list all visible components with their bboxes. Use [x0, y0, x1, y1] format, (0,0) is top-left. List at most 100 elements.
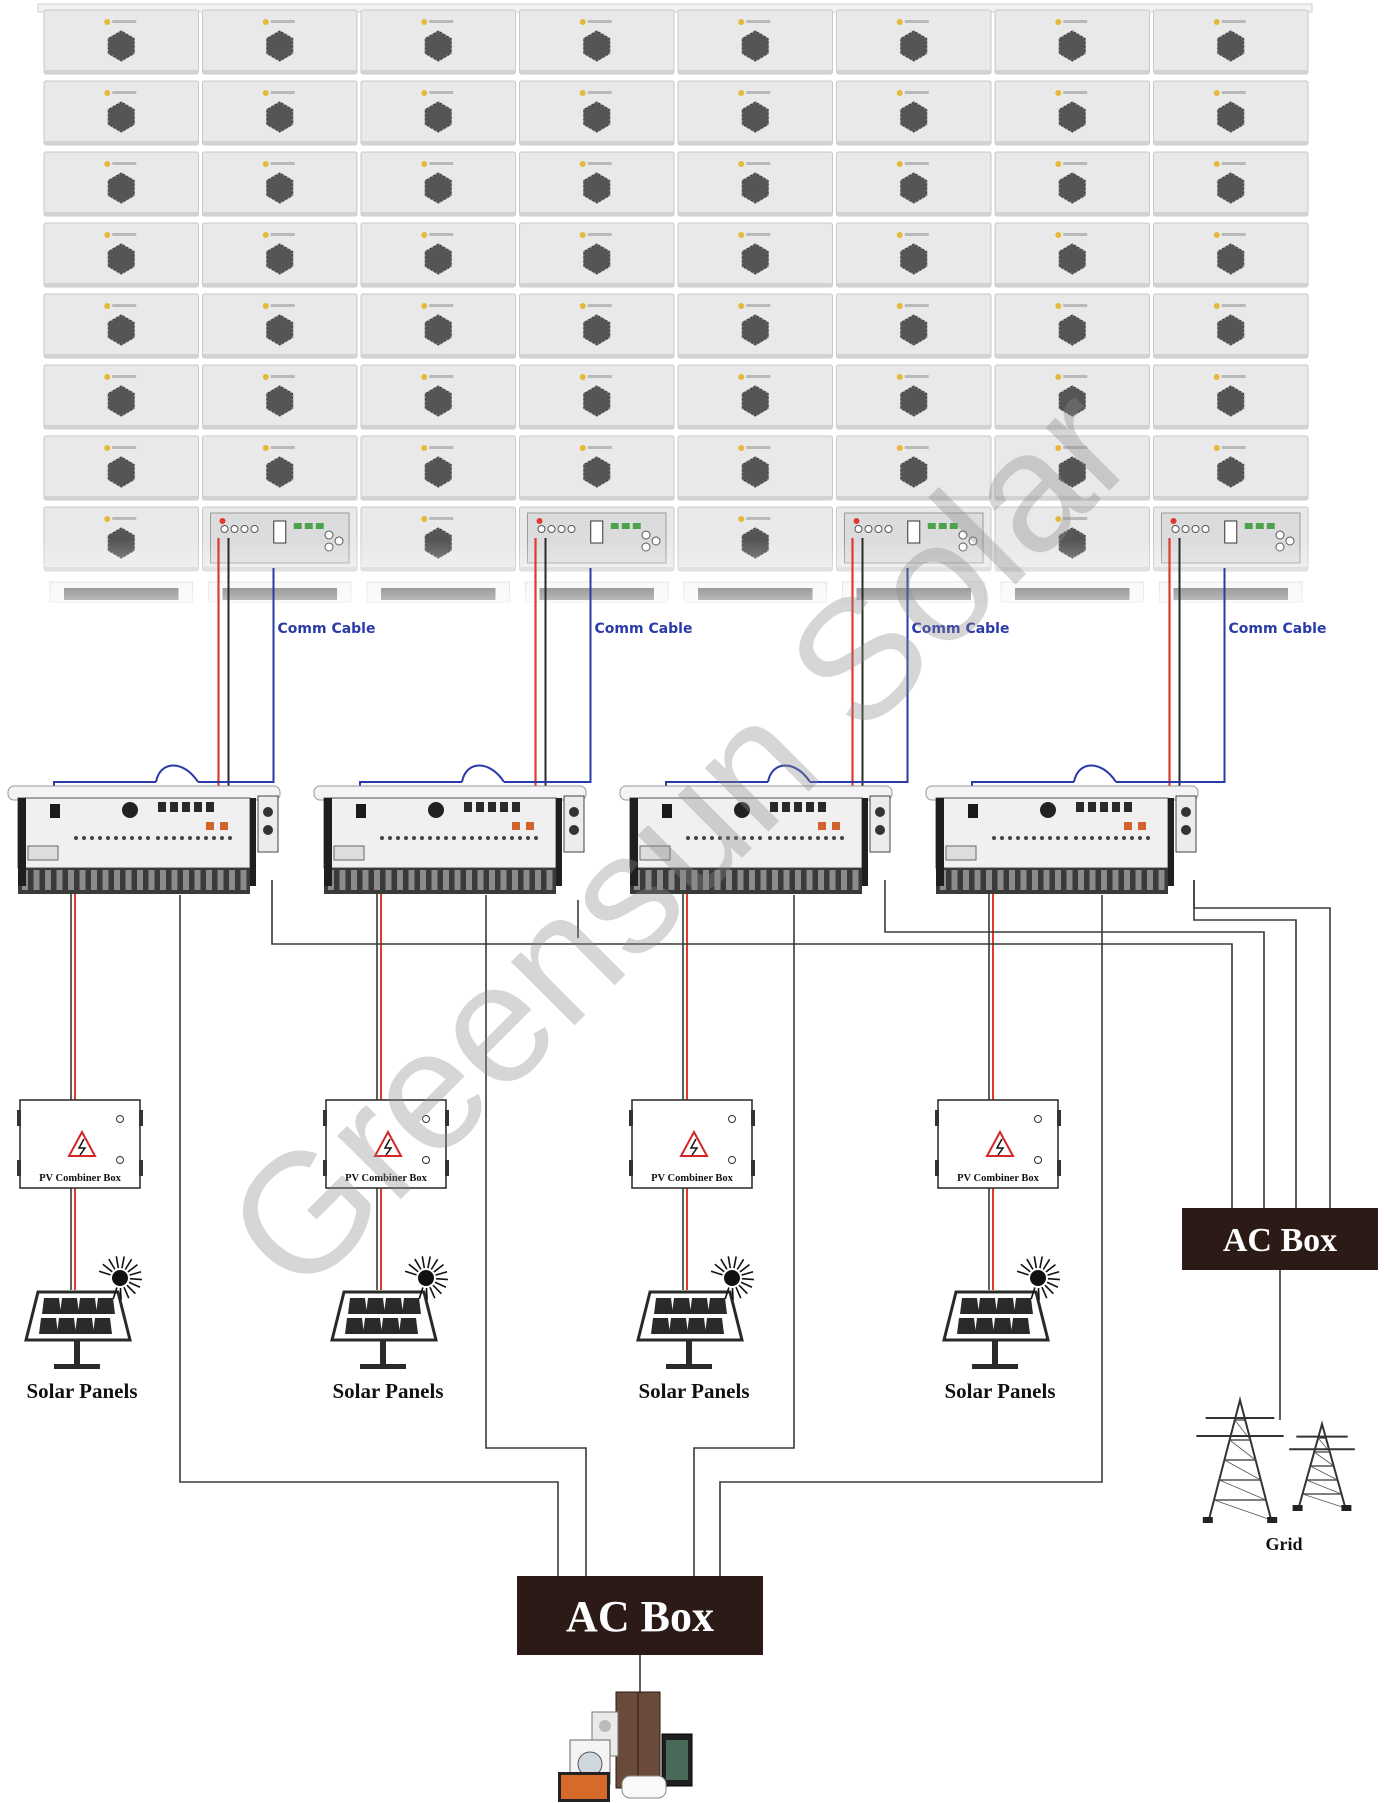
brand-logo-icon: [421, 232, 428, 238]
heatsink: [18, 868, 250, 894]
brand-logo-icon: [1055, 161, 1062, 167]
battery-module: [202, 222, 358, 288]
sun-icon: [724, 1270, 740, 1286]
water-heater-icon: [621, 1775, 667, 1799]
comm-cable: [810, 568, 909, 783]
battery-module: [202, 80, 358, 146]
brand-logo-icon: [579, 445, 586, 451]
brand-logo-icon: [104, 374, 111, 380]
battery-module: [202, 9, 358, 75]
sun-icon: [418, 1270, 434, 1286]
brand-logo-icon: [1213, 374, 1220, 380]
hybrid-inverter: [7, 785, 281, 894]
battery-module: [43, 9, 199, 75]
battery-module: [519, 151, 675, 217]
solar-panels-label: Solar Panels: [26, 1379, 137, 1403]
brand-logo-icon: [1213, 19, 1220, 25]
devices: PV Combiner Box PV Combiner Box PV Combine…: [7, 785, 1378, 1802]
comm-cable: [1073, 764, 1117, 783]
comm-cable-label: Comm Cable: [1229, 621, 1327, 637]
battery-module: [836, 151, 992, 217]
battery-module: [677, 9, 833, 75]
wifi-port-icon: [428, 802, 444, 818]
connector-icon: [250, 525, 259, 533]
ac-grid-line: [1193, 880, 1331, 1208]
pv-combiner-box-label: PV Combiner Box: [651, 1173, 734, 1184]
comm-cable-label: Comm Cable: [912, 621, 1010, 637]
brand-logo-icon: [1055, 232, 1062, 238]
ac-terminal-panel: [1175, 795, 1197, 853]
battery-module: [994, 151, 1150, 217]
brand-logo-icon: [896, 303, 903, 309]
battery-module: [202, 435, 358, 501]
brand-logo-icon: [262, 232, 269, 238]
battery-module: [43, 435, 199, 501]
sun-icon: [1030, 1270, 1046, 1286]
heatsink: [936, 868, 1168, 894]
connector-icon: [220, 525, 229, 533]
ac-grid-line: [271, 880, 1233, 1208]
wiring: [53, 538, 1331, 1700]
battery-module: [836, 435, 992, 501]
battery-module: [994, 222, 1150, 288]
rj45-port-icon: [968, 804, 978, 818]
brand-logo-icon: [104, 516, 111, 522]
comm-cable: [198, 568, 275, 783]
connector-icon: [874, 525, 883, 533]
connector-icon: [557, 525, 566, 533]
comm-cable-label: Comm Cable: [595, 621, 693, 637]
ac-terminal-panel: [869, 795, 891, 853]
pv-combiner-box-label: PV Combiner Box: [957, 1173, 1040, 1184]
battery-module: [1153, 9, 1309, 75]
brand-logo-icon: [738, 161, 745, 167]
connector-icon: [1181, 525, 1190, 533]
battery-module: [677, 151, 833, 217]
battery-module: [360, 293, 516, 359]
battery-module: [43, 293, 199, 359]
brand-logo-icon: [896, 374, 903, 380]
battery-module: [202, 151, 358, 217]
solar-panels-label: Solar Panels: [332, 1379, 443, 1403]
battery-module: [519, 222, 675, 288]
brand-logo-icon: [896, 90, 903, 96]
brand-logo-icon: [738, 90, 745, 96]
pv-combiner-box: PV Combiner Box: [935, 1099, 1061, 1189]
brand-logo-icon: [579, 232, 586, 238]
brand-logo-icon: [1213, 303, 1220, 309]
solar-panels-label: Solar Panels: [638, 1379, 749, 1403]
rj45-port-icon: [50, 804, 60, 818]
home-appliances-icon: [558, 1691, 693, 1802]
battery-module: [677, 293, 833, 359]
brand-logo-icon: [262, 19, 269, 25]
brand-logo-icon: [738, 374, 745, 380]
ac-box-load: AC Box: [517, 1576, 763, 1655]
sun-icon: [112, 1270, 128, 1286]
brand-logo-icon: [896, 232, 903, 238]
brand-logo-icon: [262, 374, 269, 380]
switch-icon: [590, 520, 604, 544]
brand-logo-icon: [738, 232, 745, 238]
battery-module: [994, 9, 1150, 75]
comm-cable: [767, 764, 811, 783]
pv-combiner-box-label: PV Combiner Box: [39, 1173, 122, 1184]
solar-panel-icon: [942, 1256, 1061, 1369]
battery-module: [519, 435, 675, 501]
battery-module: [1153, 222, 1309, 288]
comm-cable: [1116, 568, 1226, 783]
brand-logo-icon: [579, 303, 586, 309]
connector-icon: [884, 525, 893, 533]
brand-logo-icon: [1055, 374, 1062, 380]
connector-icon: [1171, 525, 1180, 533]
rj45-port-icon: [356, 804, 366, 818]
battery-module: [836, 9, 992, 75]
battery-module: [360, 80, 516, 146]
brand-logo-icon: [738, 445, 745, 451]
battery-module: [519, 80, 675, 146]
battery-module: [836, 293, 992, 359]
battery-module: [994, 364, 1150, 430]
pv-combiner-box: PV Combiner Box: [17, 1099, 143, 1189]
ac-grid-line: [1193, 880, 1297, 1208]
battery-rack: [0, 3, 1384, 630]
brand-logo-icon: [104, 90, 111, 96]
